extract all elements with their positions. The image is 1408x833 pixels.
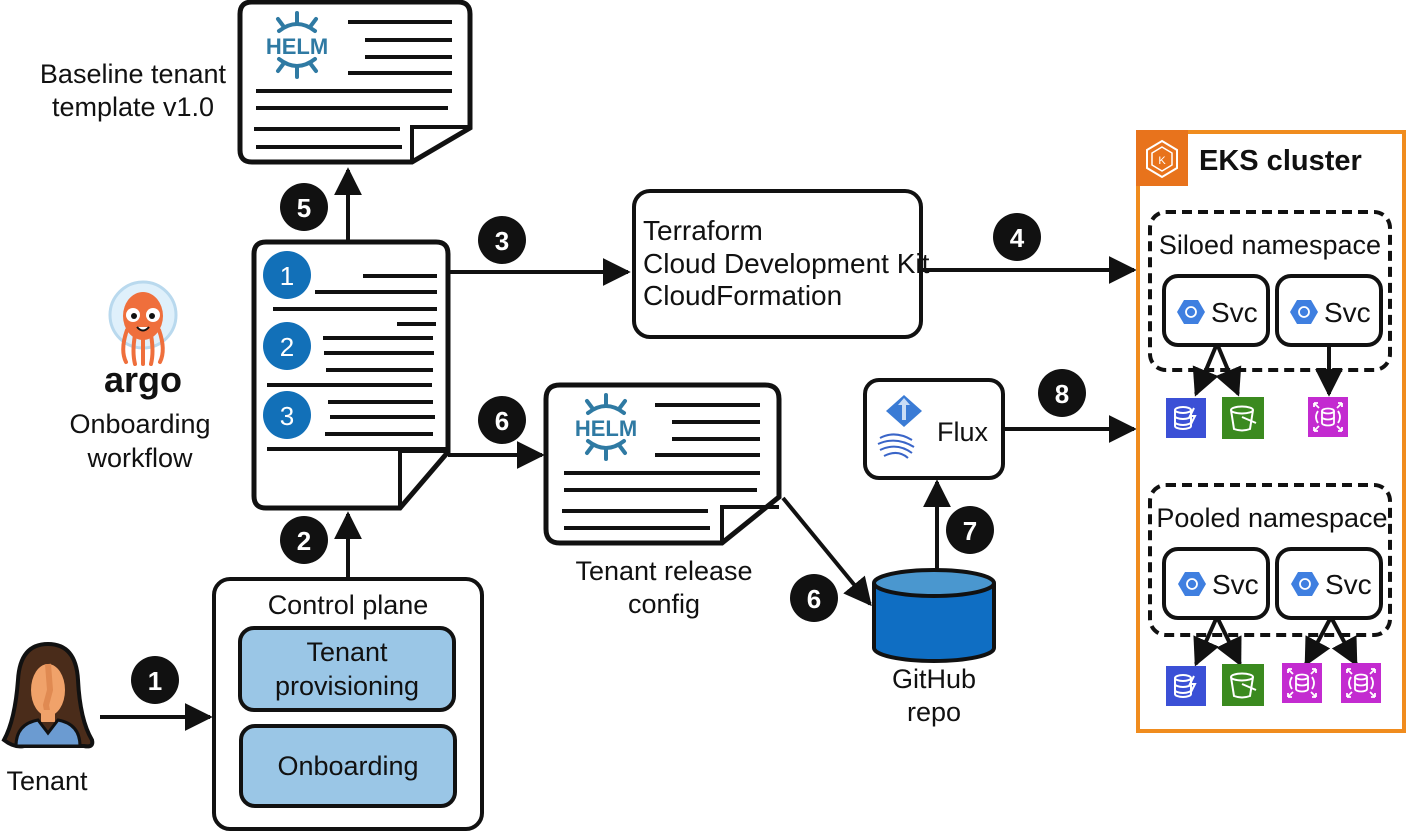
eks-cluster-title: EKS cluster — [1199, 145, 1362, 177]
svg-text:2: 2 — [280, 332, 294, 362]
svg-text:1: 1 — [148, 666, 162, 696]
flux-box: Flux — [863, 378, 1005, 480]
svg-text:6: 6 — [807, 584, 821, 614]
github-repo-cylinder-icon — [872, 568, 996, 663]
flux-logo-icon — [877, 395, 922, 459]
step-4-badge: 4 — [993, 213, 1041, 261]
iac-cdk: Cloud Development Kit — [643, 248, 930, 279]
pooled-namespace-title: Pooled namespace — [1156, 503, 1387, 533]
pooled-service-1: Svc — [1162, 547, 1270, 620]
step-3-badge: 3 — [478, 216, 526, 264]
tenant-provisioning-service: Tenant provisioning — [238, 626, 456, 712]
workflow-step-1-badge: 1 — [263, 251, 311, 299]
baseline-template-document: HELM — [237, 0, 473, 165]
svg-text:Svc: Svc — [1325, 569, 1372, 600]
workflow-steps-document: 1 2 3 — [251, 239, 451, 511]
release-config-document: HELM — [543, 382, 782, 546]
siloed-namespace-title: Siloed namespace — [1159, 230, 1381, 260]
iac-terraform: Terraform — [643, 215, 763, 246]
argo-logo-icon — [108, 280, 178, 366]
helm-logo-text: HELM — [266, 34, 328, 59]
arrow-step-6-to-repo — [781, 496, 872, 607]
step-8-badge: 8 — [1038, 369, 1086, 417]
svg-text:Svc: Svc — [1324, 297, 1371, 328]
rds-icon — [1340, 662, 1382, 704]
svg-text:Onboarding: Onboarding — [277, 751, 418, 781]
iac-cloudformation: CloudFormation — [643, 280, 842, 311]
repo-label-line1: GitHub — [892, 664, 976, 694]
tenant-label: Tenant — [6, 766, 88, 796]
pooled-namespace: Pooled namespace Svc Svc — [1148, 483, 1392, 637]
helm-logo-text: HELM — [575, 416, 637, 441]
argo-logo-text: argo — [104, 359, 182, 400]
svg-text:2: 2 — [297, 526, 311, 556]
control-plane-title: Control plane — [268, 590, 429, 620]
s3-bucket-icon — [1221, 663, 1265, 707]
svg-text:K: K — [1158, 155, 1166, 167]
svg-text:Svc: Svc — [1212, 569, 1259, 600]
step-7-badge: 7 — [946, 506, 994, 554]
tenant-avatar-icon — [1, 641, 95, 749]
onboarding-service: Onboarding — [239, 724, 457, 808]
svg-text:Svc: Svc — [1211, 297, 1258, 328]
workflow-step-2-badge: 2 — [263, 322, 311, 370]
svg-text:7: 7 — [963, 516, 977, 546]
s3-bucket-icon — [1221, 396, 1265, 440]
svg-text:4: 4 — [1010, 223, 1025, 253]
baseline-template-label-line1: Baseline tenant — [40, 59, 227, 89]
siloed-namespace: Siloed namespace Svc Svc — [1148, 210, 1392, 372]
siloed-service-1: Svc — [1162, 274, 1270, 347]
pooled-resource-arrows — [1193, 618, 1358, 667]
siloed-service-2: Svc — [1275, 274, 1383, 347]
repo-label-line2: repo — [907, 697, 961, 727]
svg-text:1: 1 — [280, 261, 294, 291]
rds-icon — [1281, 662, 1323, 704]
rds-icon — [1307, 396, 1349, 438]
step-2-badge: 2 — [280, 516, 328, 564]
eks-logo-icon: K — [1136, 130, 1188, 186]
svg-text:3: 3 — [280, 401, 294, 431]
control-plane-box: Control plane Tenant provisioning Onboar… — [212, 577, 484, 831]
step-5-badge: 5 — [280, 183, 328, 231]
step-1-badge: 1 — [131, 656, 179, 704]
iac-tools-box: Terraform Cloud Development Kit CloudFor… — [632, 189, 930, 339]
baseline-template-label-line2: template v1.0 — [52, 92, 214, 122]
siloed-resource-arrows — [1192, 345, 1343, 397]
workflow-step-3-badge: 3 — [263, 391, 311, 439]
pooled-service-2: Svc — [1275, 547, 1383, 620]
svg-text:5: 5 — [297, 193, 311, 223]
svg-text:Tenant: Tenant — [306, 637, 388, 667]
step-6-badge-a: 6 — [478, 396, 526, 444]
svg-text:8: 8 — [1055, 379, 1069, 409]
svg-text:3: 3 — [495, 226, 509, 256]
dynamodb-icon — [1165, 665, 1207, 707]
release-config-label-line1: Tenant release — [575, 556, 752, 586]
flux-label: Flux — [937, 417, 989, 447]
svg-text:provisioning: provisioning — [275, 671, 419, 701]
dynamodb-icon — [1165, 397, 1207, 439]
step-6-badge-b: 6 — [790, 574, 838, 622]
release-config-label-line2: config — [628, 589, 700, 619]
argo-label-line2: workflow — [86, 443, 193, 473]
svg-text:6: 6 — [495, 406, 509, 436]
argo-label-line1: Onboarding — [69, 409, 210, 439]
